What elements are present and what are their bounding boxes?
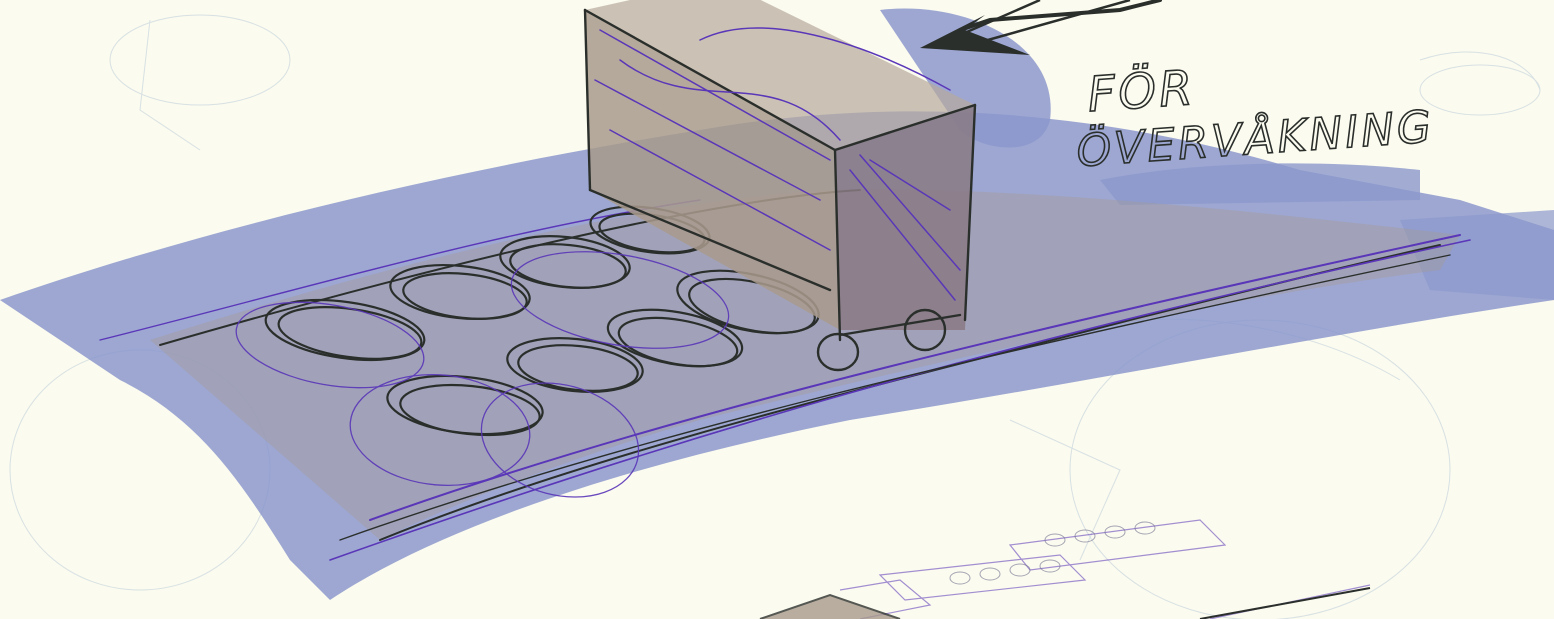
annotation-line-1: FÖR — [1086, 60, 1197, 123]
secondary-sketch-line — [1200, 588, 1370, 619]
annotation-text: FÖR ÖVERVÅKNING — [1071, 43, 1436, 177]
secondary-sketch — [840, 520, 1370, 619]
secondary-sketch-edge — [760, 595, 900, 619]
